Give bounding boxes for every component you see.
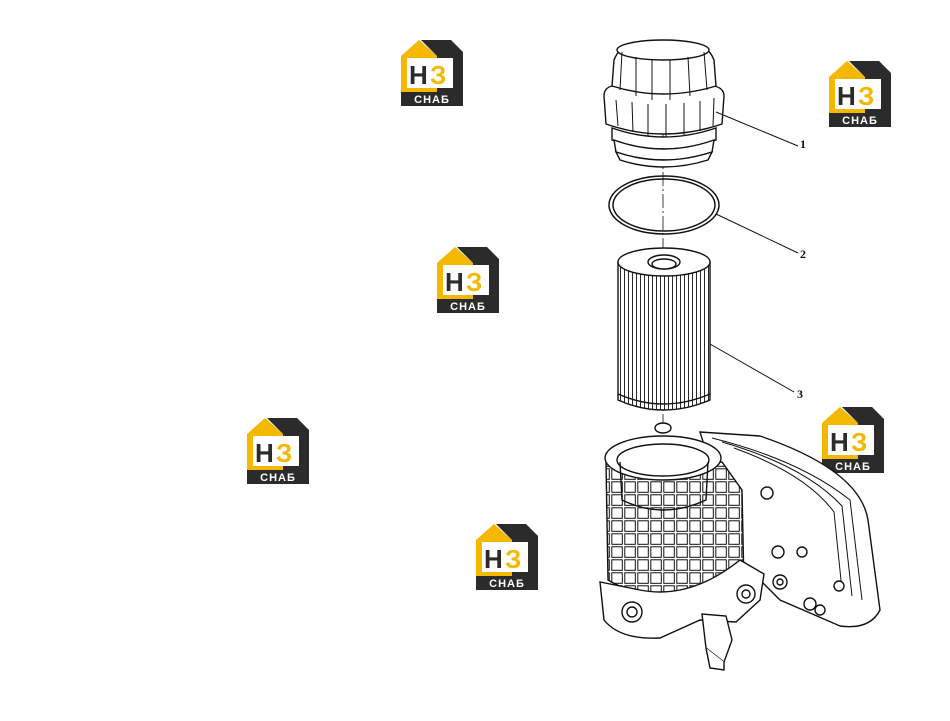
callout-3: 3 [797,387,803,401]
leader-lines [709,111,799,393]
watermark-logo-1 [401,40,463,106]
leader-line-2 [715,213,799,254]
filter-cartridge [617,247,711,411]
leader-line-1 [715,111,799,147]
watermark-logo-3 [247,418,309,484]
watermark-logo-6 [822,407,884,473]
filter-cap [603,39,725,168]
watermark-logo-2 [437,247,499,313]
callout-2: 2 [800,247,806,261]
watermark-logo-5 [829,61,891,127]
o-ring [608,175,720,235]
callout-1: 1 [800,137,806,151]
leader-line-3 [709,343,795,393]
watermark-logo-4 [476,524,538,590]
filter-housing [599,422,881,671]
